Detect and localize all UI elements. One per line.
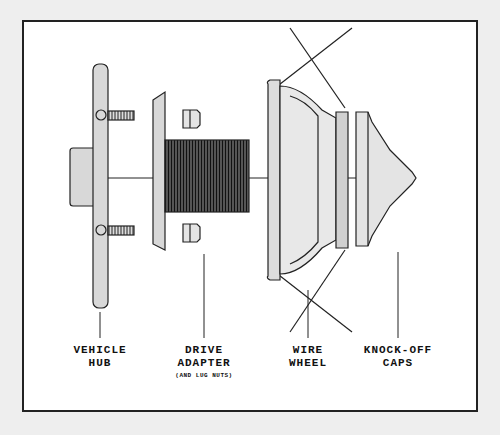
spoke xyxy=(275,272,352,332)
lug-nut xyxy=(183,224,200,242)
wheel-stud xyxy=(108,226,134,235)
wheel-nose xyxy=(336,112,348,248)
wheel-contour xyxy=(290,96,318,264)
wheel-flange xyxy=(267,80,280,280)
knock-off-cap xyxy=(356,112,416,246)
spoke xyxy=(275,28,352,88)
nut-edge xyxy=(189,110,190,128)
part-label: VEHICLE HUB xyxy=(68,344,132,370)
part-label: KNOCK-OFF CAPS xyxy=(359,344,437,370)
lug-nut xyxy=(183,110,200,128)
cap-edge xyxy=(367,112,368,246)
leader-line xyxy=(100,312,101,338)
adapter-thread xyxy=(165,140,249,212)
hub-boss xyxy=(70,148,96,206)
leader-line xyxy=(398,252,399,338)
leader-line xyxy=(308,290,309,338)
stud-head xyxy=(96,225,106,235)
part-label: WIRE WHEEL xyxy=(281,344,335,370)
wheel-shell xyxy=(280,86,336,274)
adapter-flange xyxy=(153,92,165,250)
wheel-stud xyxy=(108,111,134,120)
hub-plate xyxy=(93,64,108,308)
nut-edge xyxy=(189,224,190,242)
part-label: DRIVE ADAPTER xyxy=(172,344,236,370)
part-note: (AND LUG NUTS) xyxy=(159,372,249,380)
stud-head xyxy=(96,110,106,120)
leader-line xyxy=(204,254,205,338)
